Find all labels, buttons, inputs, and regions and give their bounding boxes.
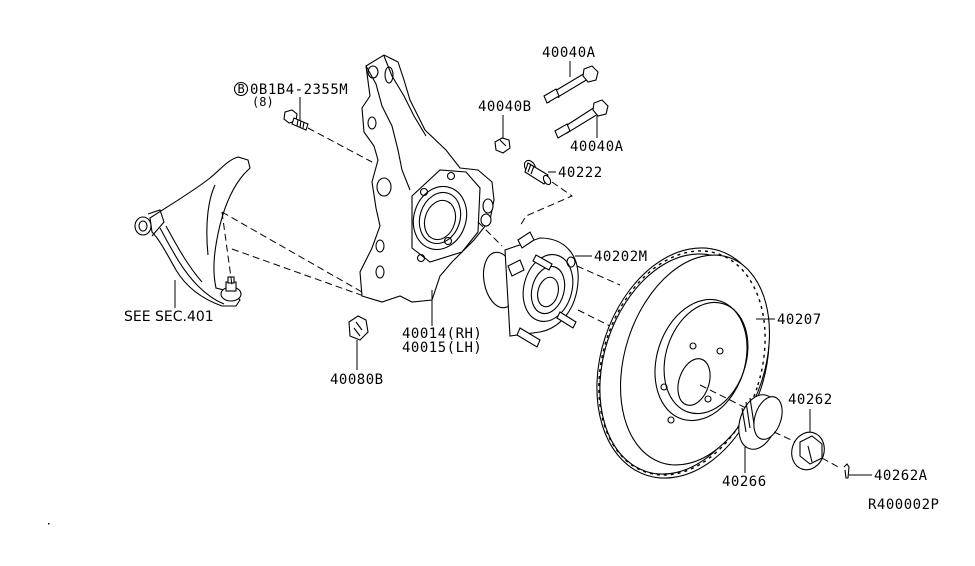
part-label-40262a: 40262A: [874, 468, 928, 484]
arm-bushing: [134, 216, 152, 236]
nut-cap-icon: [738, 394, 783, 450]
part-label-40040a-upper: 40040A: [542, 45, 596, 61]
part-label-40015-lh: 40015(LH): [402, 340, 482, 356]
wheel-stud-icon: [523, 159, 552, 186]
part-label-40014-rh: 40014(RH): [402, 326, 482, 342]
bolt-0b1b4-2355m[interactable]: B 0B1B4-2355M (8): [233, 81, 349, 131]
cotter-pin-40262a[interactable]: 40262A: [843, 463, 928, 484]
part-label-40202m: 40202M: [594, 249, 648, 265]
part-label-40040a-lower: 40040A: [570, 139, 624, 155]
hub-assembly-40202m[interactable]: 40202M: [479, 231, 648, 348]
nut-icon: [494, 137, 511, 154]
brake-rotor-40207[interactable]: 40207: [569, 225, 822, 500]
stray-dot: [48, 523, 50, 525]
nut-40080b[interactable]: 40080B: [330, 315, 384, 388]
nut-icon: [348, 315, 369, 341]
part-label-0b1b4-2355m: 0B1B4-2355M: [250, 82, 348, 98]
diagram-reference-code: R400002P: [868, 497, 939, 513]
part-label-40266: 40266: [722, 474, 767, 490]
hex-nut-icon: [791, 431, 825, 471]
lower-control-arm[interactable]: SEE SEC.401: [124, 156, 251, 325]
nut-cap-40266[interactable]: 40266: [722, 390, 787, 490]
bolt-icon: [543, 65, 599, 104]
bolt-40040a-lower[interactable]: 40040A: [554, 99, 624, 155]
hub-nut-40262[interactable]: 40262: [787, 392, 833, 474]
part-label-40040b: 40040B: [478, 99, 532, 115]
part-label-40222: 40222: [558, 165, 603, 181]
marker-b-icon: [233, 81, 249, 97]
cotter-pin-icon: [843, 463, 850, 479]
bolt-icon: [554, 99, 609, 139]
part-label-40080b: 40080B: [330, 372, 384, 388]
part-qty-label: (8): [252, 95, 274, 109]
part-label-40262: 40262: [788, 392, 833, 408]
see-sec-401-label: SEE SEC.401: [124, 309, 214, 325]
stud-40222[interactable]: 40222: [522, 158, 603, 186]
nut-40040b[interactable]: 40040B: [478, 99, 532, 154]
marker-b-letter: B: [238, 82, 245, 96]
steering-knuckle[interactable]: 40014(RH) 40015(LH): [359, 54, 495, 356]
part-label-40207: 40207: [777, 312, 822, 328]
bolt-40040a-upper[interactable]: 40040A: [542, 45, 599, 104]
bolt-icon: [283, 109, 309, 131]
